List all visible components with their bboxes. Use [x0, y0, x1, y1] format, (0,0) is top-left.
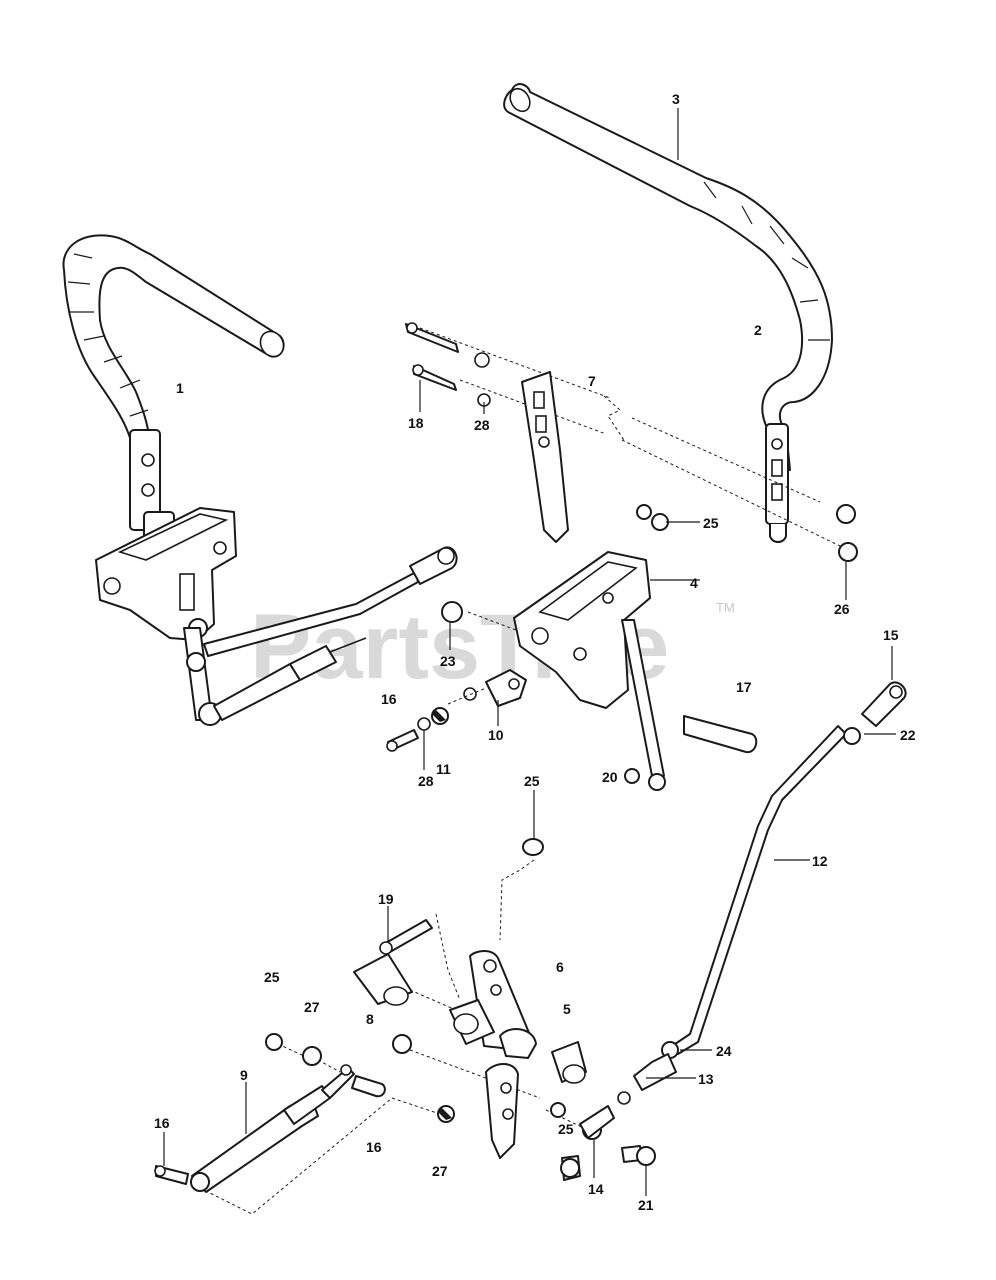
callout-21: 21 — [638, 1197, 654, 1213]
small-hardware-group — [386, 669, 527, 752]
callout-13: 13 — [698, 1071, 714, 1087]
callout-28: 28 — [474, 417, 490, 433]
callout-labels: 3 2 1 7 18 28 25 4 26 23 15 17 16 10 22 … — [154, 91, 916, 1213]
callout-7: 7 — [588, 373, 596, 389]
callout-1: 1 — [176, 380, 184, 396]
callout-8: 8 — [366, 1011, 374, 1027]
callout-27: 27 — [304, 999, 320, 1015]
callout-11: 11 — [436, 761, 451, 777]
callout-5: 5 — [563, 1001, 571, 1017]
callout-19: 19 — [378, 891, 394, 907]
lower-pivot-assembly — [353, 838, 589, 1181]
callout-20: 20 — [602, 769, 618, 785]
callout-22: 22 — [900, 727, 916, 743]
callout-28-lower: 28 — [418, 773, 434, 789]
callout-25: 25 — [703, 515, 719, 531]
callout-15: 15 — [883, 627, 899, 643]
right-handle-bar — [503, 83, 833, 543]
callout-27-lower: 27 — [432, 1163, 448, 1179]
callout-18: 18 — [408, 415, 424, 431]
callout-23: 23 — [440, 653, 456, 669]
callout-14: 14 — [588, 1181, 604, 1197]
lower-right-hardware — [579, 1091, 656, 1166]
callout-16: 16 — [381, 691, 397, 707]
left-linkage-rods — [203, 546, 458, 721]
callout-16-left: 16 — [154, 1115, 170, 1131]
control-rod — [633, 681, 907, 1091]
callout-9: 9 — [240, 1067, 248, 1083]
callout-26: 26 — [834, 601, 850, 617]
callout-25-center: 25 — [524, 773, 540, 789]
callout-25-left: 25 — [264, 969, 280, 985]
callout-4: 4 — [690, 575, 698, 591]
lower-shock-linkage — [154, 1033, 455, 1215]
callout-25-lower: 25 — [558, 1121, 574, 1137]
watermark-trademark: TM — [716, 600, 735, 615]
callout-12: 12 — [812, 853, 828, 869]
callout-16-lower: 16 — [366, 1139, 382, 1155]
left-mount-bracket — [95, 507, 237, 726]
callout-3: 3 — [672, 91, 680, 107]
leader-lines — [163, 108, 896, 1196]
callout-17: 17 — [736, 679, 752, 695]
center-bracket-assembly — [405, 322, 858, 791]
callout-24: 24 — [716, 1043, 732, 1059]
callout-10: 10 — [488, 727, 504, 743]
callout-2: 2 — [754, 322, 762, 338]
callout-6: 6 — [556, 959, 564, 975]
